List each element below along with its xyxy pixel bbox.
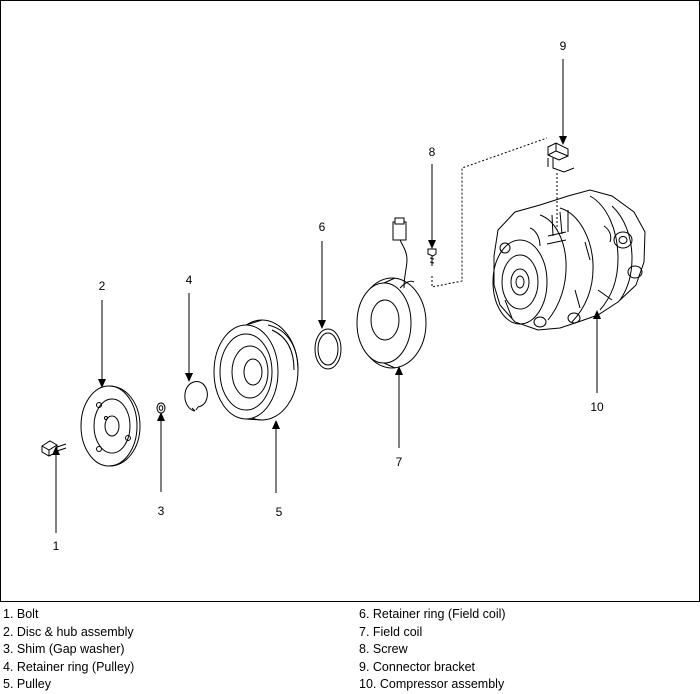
callout-4: 4 bbox=[186, 273, 193, 287]
legend-item: 4. Retainer ring (Pulley) bbox=[3, 659, 135, 674]
legend-item: 7. Field coil bbox=[359, 624, 423, 639]
callout-9: 9 bbox=[560, 39, 567, 53]
callout-labels: 1 2 3 4 5 6 7 8 9 10 bbox=[53, 39, 604, 553]
legend-item: 8. Screw bbox=[359, 642, 408, 657]
alignment-lines bbox=[431, 137, 558, 288]
callout-10: 10 bbox=[590, 400, 604, 414]
callout-8: 8 bbox=[429, 145, 436, 159]
callout-1: 1 bbox=[53, 539, 60, 553]
screw-part bbox=[427, 248, 437, 266]
leader-lines bbox=[55, 59, 598, 533]
connector-bracket-part bbox=[547, 142, 575, 173]
shim-part bbox=[156, 402, 166, 414]
legend-column-right: 6. Retainer ring (Field coil) 7. Field c… bbox=[359, 606, 506, 694]
exploded-view-diagram: 1 2 3 4 5 6 7 8 9 10 bbox=[41, 39, 646, 553]
callout-7: 7 bbox=[396, 455, 403, 469]
legend-item: 3. Shim (Gap washer) bbox=[3, 642, 125, 657]
callout-2: 2 bbox=[99, 279, 106, 293]
legend-item: 1. Bolt bbox=[3, 607, 39, 621]
parts-legend: 1. Bolt 2. Disc & hub assembly 3. Shim (… bbox=[0, 606, 700, 691]
callout-5: 5 bbox=[276, 505, 283, 519]
callout-3: 3 bbox=[158, 504, 165, 518]
retainer-ring-fieldcoil-part bbox=[314, 328, 342, 370]
retainer-ring-pulley-part bbox=[184, 381, 208, 412]
legend-item: 10. Compressor assembly bbox=[359, 677, 505, 692]
pulley-part bbox=[213, 319, 299, 421]
compressor-part bbox=[492, 189, 646, 331]
legend-item: 5. Pulley bbox=[3, 677, 51, 692]
callout-6: 6 bbox=[319, 220, 326, 234]
legend-item: 2. Disc & hub assembly bbox=[3, 624, 134, 639]
legend-column-left: 1. Bolt 2. Disc & hub assembly 3. Shim (… bbox=[3, 606, 134, 694]
leader-arrowheads bbox=[52, 136, 601, 455]
legend-item: 6. Retainer ring (Field coil) bbox=[359, 607, 506, 621]
field-coil-part bbox=[356, 217, 427, 369]
legend-item: 9. Connector bracket bbox=[359, 659, 476, 674]
disc-hub-part bbox=[80, 385, 141, 467]
